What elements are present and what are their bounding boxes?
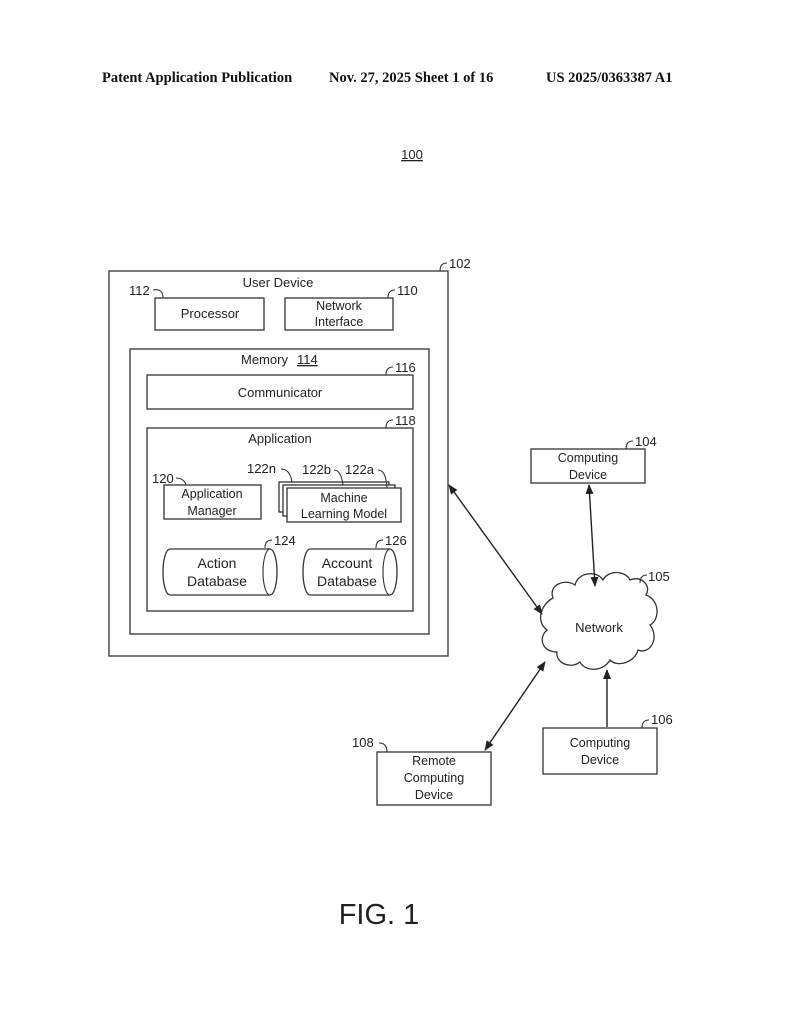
communicator-label: Communicator xyxy=(238,385,323,400)
ref-104: 104 xyxy=(635,434,657,449)
leader-122n xyxy=(280,468,293,483)
ref-112: 112 xyxy=(129,283,150,298)
remote-device-line3: Device xyxy=(415,788,453,802)
connector-network-remote-device xyxy=(484,661,546,751)
header-publication: Patent Application Publication xyxy=(102,70,293,86)
leader-105 xyxy=(639,574,648,584)
leader-102 xyxy=(439,262,448,272)
ref-105: 105 xyxy=(648,569,670,584)
ml-model-122a xyxy=(286,487,402,523)
network-label: Network xyxy=(575,620,623,635)
computing-device-104-box: Computing Device 104 xyxy=(530,434,657,484)
remote-device-line1: Remote xyxy=(412,754,456,768)
account-database-cylinder: Account Database 126 xyxy=(302,533,407,596)
remote-computing-device-box: Remote Computing Device 108 xyxy=(352,735,492,806)
ref-116: 116 xyxy=(395,360,416,375)
leader-122b xyxy=(333,469,344,486)
action-database-line1: Action xyxy=(198,555,237,571)
leader-104 xyxy=(625,440,634,450)
leader-112 xyxy=(152,289,164,299)
figure-ref: 100 xyxy=(401,147,423,162)
ref-110: 110 xyxy=(397,283,418,298)
leader-116 xyxy=(385,366,394,376)
computing-device-106-box: Computing Device 106 xyxy=(542,712,673,775)
application-title: Application xyxy=(248,431,312,446)
network-interface-box: Network Interface 110 xyxy=(284,283,418,331)
ref-102: 102 xyxy=(449,256,471,271)
communicator-box: Communicator 116 xyxy=(146,360,416,410)
computing-device-106-line1: Computing xyxy=(570,736,630,750)
processor-box: Processor 112 xyxy=(129,283,265,331)
ref-114: 114 xyxy=(297,352,318,367)
leader-122a xyxy=(377,469,388,489)
ref-108: 108 xyxy=(352,735,374,750)
processor-label: Processor xyxy=(181,306,240,321)
action-database-line2: Database xyxy=(187,573,247,589)
remote-device-line2: Computing xyxy=(404,771,464,785)
user-device-title: User Device xyxy=(243,275,314,290)
ref-122a: 122a xyxy=(345,462,375,477)
application-manager-box: Application Manager 120 xyxy=(152,471,262,520)
computing-device-104-line2: Device xyxy=(569,468,607,482)
leader-126 xyxy=(375,539,384,549)
ref-124: 124 xyxy=(274,533,296,548)
figure-label: FIG. 1 xyxy=(339,899,420,931)
leader-120 xyxy=(175,477,187,486)
network-interface-line1: Network xyxy=(316,299,363,313)
connector-device104-network xyxy=(585,484,599,587)
application-manager-line1: Application xyxy=(181,487,242,501)
leader-110 xyxy=(387,289,396,299)
network-cloud: Network 105 xyxy=(539,569,670,670)
account-database-line2: Database xyxy=(317,573,377,589)
ref-122b: 122b xyxy=(302,462,331,477)
ml-model-line2: Learning Model xyxy=(301,507,387,521)
leader-106 xyxy=(641,719,650,729)
action-database-cylinder: Action Database 124 xyxy=(162,533,296,596)
account-database-line1: Account xyxy=(322,555,373,571)
application-manager-line2: Manager xyxy=(187,504,236,518)
ref-118: 118 xyxy=(395,413,416,428)
header-date-sheet: Nov. 27, 2025 Sheet 1 of 16 xyxy=(329,70,494,86)
connector-user-device-network xyxy=(448,484,543,615)
header-patent-number: US 2025/0363387 A1 xyxy=(546,70,673,86)
ref-126: 126 xyxy=(385,533,407,548)
ref-120: 120 xyxy=(152,471,174,486)
memory-title: Memory xyxy=(241,352,288,367)
ref-106: 106 xyxy=(651,712,673,727)
computing-device-106-line2: Device xyxy=(581,753,619,767)
ref-122n: 122n xyxy=(247,461,276,476)
ml-model-line1: Machine xyxy=(320,491,367,505)
leader-118 xyxy=(385,419,394,429)
computing-device-104-line1: Computing xyxy=(558,451,618,465)
ml-model-stack: Machine Learning Model 122n 122b 122a xyxy=(247,461,402,523)
leader-108 xyxy=(378,742,388,753)
leader-124 xyxy=(264,539,273,549)
network-interface-line2: Interface xyxy=(315,315,364,329)
